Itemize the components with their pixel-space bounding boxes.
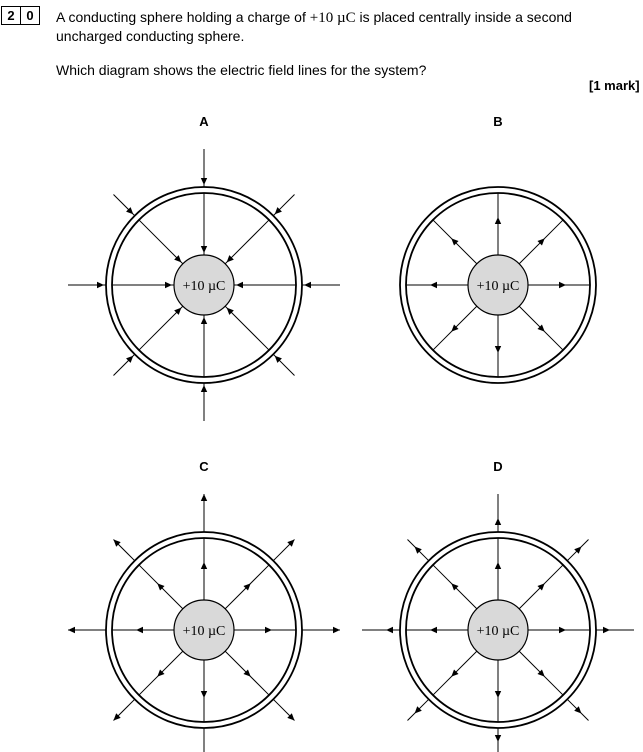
outer-shell-outer-edge — [399, 186, 597, 384]
field-arrowhead — [494, 346, 502, 353]
field-arrowhead — [200, 317, 208, 324]
field-arrowhead — [559, 626, 566, 634]
field-arrowhead — [559, 281, 566, 289]
field-arrowhead — [451, 583, 459, 591]
field-arrowhead — [157, 583, 165, 591]
field-arrowhead — [430, 626, 437, 634]
option-label-b[interactable]: B — [493, 114, 503, 129]
field-arrowhead — [200, 691, 208, 698]
charge-label: +10 µC — [183, 624, 226, 639]
stem-charge: +10 µC — [309, 10, 356, 26]
field-arrowhead — [226, 307, 234, 315]
option-label-c[interactable]: C — [199, 459, 209, 474]
field-arrowhead — [537, 238, 545, 246]
field-arrowhead — [451, 238, 459, 246]
diagram-c[interactable]: +10 µC — [64, 490, 344, 752]
field-arrowhead — [136, 626, 143, 634]
field-arrowhead — [603, 626, 610, 634]
field-arrowhead — [200, 494, 208, 501]
charged-sphere — [467, 599, 529, 661]
field-arrowhead — [113, 539, 121, 547]
inner-field-line — [224, 305, 270, 351]
field-arrowhead — [174, 307, 182, 315]
diagram-a[interactable]: +10 µC — [64, 145, 344, 425]
field-arrowhead — [200, 385, 208, 392]
field-arrowhead — [97, 281, 104, 289]
question-stem: A conducting sphere holding a charge of … — [56, 8, 616, 45]
charged-sphere — [173, 599, 235, 661]
field-arrowhead — [414, 706, 422, 714]
field-arrowhead — [226, 255, 234, 263]
field-arrowhead — [333, 626, 340, 634]
inner-field-line — [224, 219, 270, 265]
field-arrowhead — [574, 546, 582, 554]
charged-sphere — [173, 254, 235, 316]
field-arrowhead — [157, 669, 165, 677]
field-arrowhead — [274, 355, 282, 363]
question-prompt: Which diagram shows the electric field l… — [56, 62, 427, 78]
field-arrowhead — [243, 669, 251, 677]
field-arrowhead — [451, 669, 459, 677]
question-number-box: 2 0 — [1, 6, 40, 25]
field-arrowhead — [574, 706, 582, 714]
inner-field-line — [138, 219, 184, 265]
field-arrowhead — [537, 669, 545, 677]
field-arrowhead — [165, 281, 172, 289]
field-arrowhead — [126, 355, 134, 363]
field-arrowhead — [537, 583, 545, 591]
field-arrowhead — [494, 518, 502, 525]
field-arrowhead — [126, 207, 134, 215]
field-arrowhead — [494, 217, 502, 224]
option-label-d[interactable]: D — [493, 459, 503, 474]
field-arrowhead — [200, 246, 208, 253]
field-arrowhead — [200, 178, 208, 185]
field-arrowhead — [386, 626, 393, 634]
inner-field-line — [138, 305, 184, 351]
mark-allocation: [1 mark] — [589, 78, 640, 93]
diagram-b[interactable]: +10 µC — [358, 145, 638, 425]
charged-sphere — [467, 254, 529, 316]
stem-text: A conducting sphere holding a charge of — [56, 9, 310, 25]
field-arrowhead — [236, 281, 243, 289]
field-arrowhead — [287, 539, 295, 547]
diagram-d[interactable]: +10 µC — [358, 490, 638, 752]
field-arrowhead — [494, 691, 502, 698]
question-number-digit: 2 — [7, 8, 15, 23]
field-arrowhead — [304, 281, 311, 289]
field-arrowhead — [430, 281, 437, 289]
field-arrowhead — [414, 546, 422, 554]
field-arrowhead — [451, 324, 459, 332]
charge-label: +10 µC — [477, 624, 520, 639]
question-number-digit: 0 — [20, 7, 39, 24]
field-arrowhead — [494, 735, 502, 742]
field-arrowhead — [537, 324, 545, 332]
field-arrowhead — [274, 207, 282, 215]
field-arrowhead — [113, 713, 121, 721]
field-arrowhead — [243, 583, 251, 591]
field-arrowhead — [265, 626, 272, 634]
stem-text: is placed centrally inside a second unch… — [56, 9, 572, 44]
charge-label: +10 µC — [183, 279, 226, 294]
charge-label: +10 µC — [477, 279, 520, 294]
field-arrowhead — [494, 562, 502, 569]
option-label-a[interactable]: A — [199, 114, 209, 129]
field-arrowhead — [200, 562, 208, 569]
field-arrowhead — [68, 626, 75, 634]
field-arrowhead — [174, 255, 182, 263]
field-arrowhead — [287, 713, 295, 721]
